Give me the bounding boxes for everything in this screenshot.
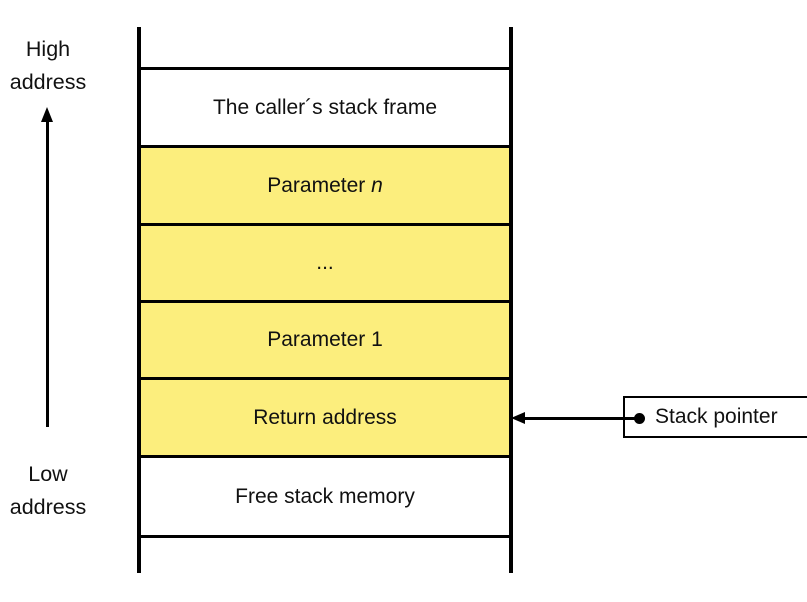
stack-row-return-address: Return address (141, 377, 509, 455)
bullet-icon (634, 413, 645, 424)
free-memory-label: Free stack memory (235, 485, 415, 509)
left-arrow-icon (511, 412, 525, 424)
high-address-line1: High (25, 37, 71, 61)
stack-row-parameter-n: Parameter n (141, 145, 509, 223)
ellipsis-text: ... (316, 251, 334, 274)
address-direction-arrow-line (46, 121, 49, 427)
up-arrow-icon (41, 107, 53, 122)
stack-row-free-memory: Free stack memory (141, 455, 509, 535)
caller-frame-text: The caller´s stack frame (212, 95, 438, 119)
parameter-1-text: Parameter 1 (267, 328, 383, 351)
parameter-n-italic: n (371, 173, 383, 197)
stack-open-bottom (141, 535, 509, 573)
stack-column: The caller´s stack frame Parameter n ...… (137, 27, 513, 573)
low-address-label: Low address (0, 458, 96, 524)
stack-open-top (141, 27, 509, 67)
stack-row-ellipsis: ... (141, 223, 509, 300)
high-address-label: High address (0, 33, 96, 99)
parameter-1-label: Parameter 1 (267, 328, 383, 352)
ellipsis-label: ... (316, 251, 334, 275)
stack-pointer-box: Stack pointer (623, 396, 807, 438)
stack-row-parameter-1: Parameter 1 (141, 300, 509, 377)
free-memory-text: Free stack memory (235, 484, 415, 508)
caller-frame-label: The caller´s stack frame (213, 96, 437, 120)
return-address-text: Return address (253, 405, 397, 429)
stack-pointer-arrow-line (523, 417, 641, 420)
high-address-line2: address (9, 70, 87, 94)
parameter-n-text: Parameter (267, 173, 372, 197)
parameter-n-label: Parameter n (267, 174, 383, 198)
return-address-label: Return address (253, 406, 397, 430)
stack-row-caller-frame: The caller´s stack frame (141, 67, 509, 145)
low-address-line1: Low (28, 462, 68, 486)
stack-pointer-label: Stack pointer (655, 405, 778, 428)
low-address-line2: address (9, 495, 87, 519)
